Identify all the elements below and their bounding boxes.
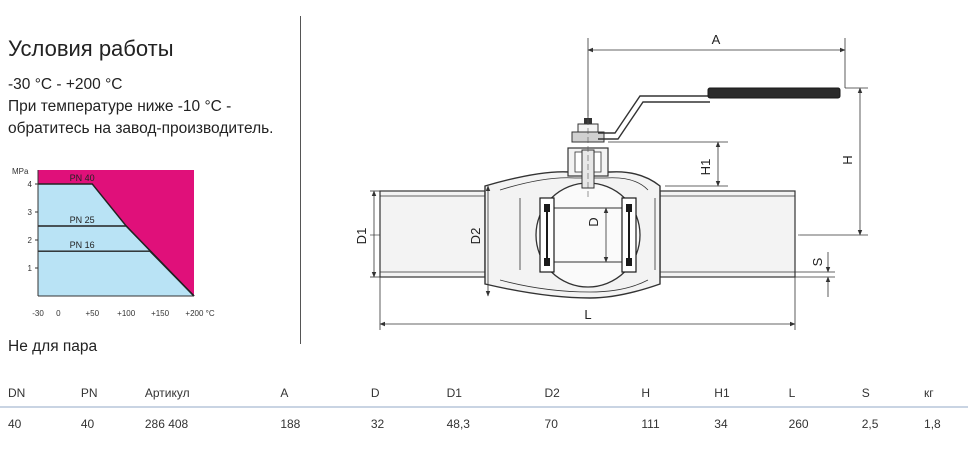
- x-tick-label: +100: [117, 309, 136, 318]
- label-d: D: [586, 217, 601, 226]
- table-cell: 111: [641, 417, 660, 431]
- seat-right: [621, 197, 637, 273]
- series-label: PN 16: [70, 240, 95, 250]
- valve-handle: [598, 87, 841, 140]
- valve-stem: [567, 110, 609, 200]
- y-tick-label: 4: [28, 180, 33, 189]
- table-cell: 260: [788, 417, 809, 431]
- x-tick-label: +200 °C: [185, 309, 214, 318]
- y-axis-label: MPa: [12, 167, 29, 176]
- column-header: H1: [714, 386, 730, 400]
- vertical-divider: [300, 16, 301, 344]
- temperature-note-2: обратитесь на завод-производитель.: [8, 120, 274, 137]
- label-a: A: [712, 32, 721, 47]
- table-cell: 48,3: [446, 417, 470, 431]
- series-label: PN 40: [70, 173, 95, 183]
- table-cell: 286 408: [144, 417, 189, 431]
- y-tick-label: 3: [28, 208, 33, 217]
- allowed-zone: [38, 184, 194, 296]
- column-header: H: [641, 386, 651, 400]
- valve-drawing: A H H1 D D1 D2 L S: [354, 32, 868, 330]
- table-cell: 70: [544, 417, 558, 431]
- series-line: [38, 250, 195, 297]
- pipe-right: [659, 190, 796, 278]
- x-tick-label: 0: [56, 309, 61, 318]
- label-h: H: [840, 155, 855, 164]
- label-l: L: [584, 307, 591, 322]
- label-h1: H1: [698, 159, 713, 176]
- table-cell: 2,5: [861, 417, 879, 431]
- table-cell: 1,8: [924, 417, 941, 431]
- column-header: A: [280, 386, 289, 400]
- x-tick-label: -30: [32, 309, 44, 318]
- column-header: DN: [8, 386, 26, 400]
- column-header: D1: [446, 386, 462, 400]
- x-tick-label: +50: [85, 309, 99, 318]
- temperature-range: -30 °С - +200 °С: [8, 76, 123, 93]
- column-header: S: [861, 386, 870, 400]
- x-tick-label: +150: [151, 309, 170, 318]
- y-tick-label: 2: [28, 236, 33, 245]
- series-label: PN 25: [70, 215, 95, 225]
- conditions-title: Условия работы: [8, 36, 174, 61]
- column-header: D2: [544, 386, 560, 400]
- table-cell: 40: [8, 417, 22, 431]
- label-d2: D2: [468, 228, 483, 245]
- column-header: Артикул: [144, 386, 190, 400]
- temperature-note-1: При температуре ниже -10 °С -: [8, 98, 232, 115]
- column-header: L: [788, 386, 796, 400]
- pressure-temperature-chart: MPa 1 2 3 4 -30 0 +50 +100 +150 +200 °C PN 40 PN …: [12, 167, 215, 318]
- column-header: кг: [924, 386, 934, 400]
- table-cell: 32: [370, 417, 385, 431]
- steam-warning: Не для пара: [8, 338, 98, 355]
- label-d1: D1: [354, 228, 369, 245]
- seat-left: [539, 197, 555, 273]
- label-s: S: [810, 257, 825, 266]
- table-cell: 188: [280, 417, 301, 431]
- table-row: 40 40 286 408 188 32 48,3 70 111 34 260 2,5 1,8: [0, 407, 968, 437]
- table-cell: 40: [80, 417, 95, 431]
- y-tick-label: 1: [28, 264, 33, 273]
- table-cell: 34: [714, 417, 728, 431]
- column-header: PN: [80, 386, 98, 400]
- column-header: D: [370, 386, 380, 400]
